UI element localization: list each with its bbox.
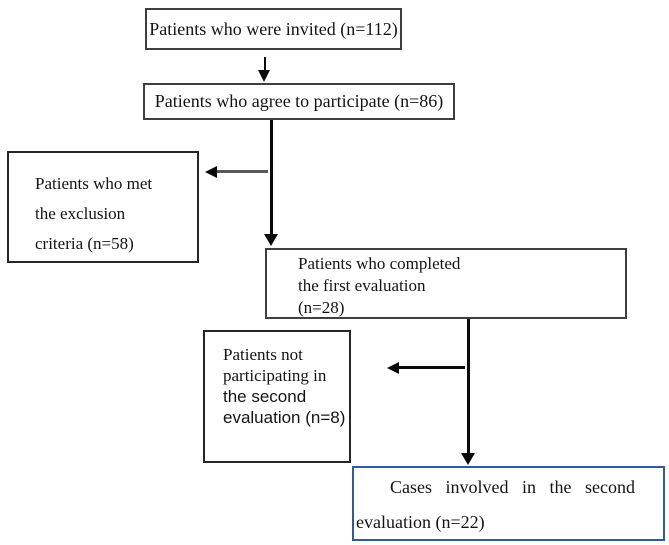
box-text: Patients who agree to participate (n=86) <box>154 91 444 111</box>
box-text-line: the first evaluation <box>298 276 426 295</box>
arrow-shaft <box>270 120 273 235</box>
arrow-down-head-icon <box>264 234 278 246</box>
box-text-line: (n=28) <box>298 298 345 317</box>
box-not-participating-second: Patients not participating in the second… <box>203 330 351 463</box>
box-text-line: participating in <box>223 366 327 385</box>
box-text-line: Patients who completed <box>298 254 461 273</box>
arrow-left-head-icon <box>205 166 217 178</box>
arrow-down-head-icon <box>461 453 475 465</box>
box-text-line: evaluation (n=22) <box>356 512 485 532</box>
box-text-line: Patients not <box>223 345 303 364</box>
box-text-line: criteria (n=58) <box>35 234 134 253</box>
arrow-shaft <box>399 366 465 369</box>
box-patients-agreed: Patients who agree to participate (n=86) <box>143 83 455 120</box>
arrow-down-head-icon <box>258 70 270 82</box>
box-exclusion-criteria: Patients who met the exclusion criteria … <box>7 151 199 263</box>
box-patients-invited: Patients who were invited (n=112) <box>145 8 402 50</box>
box-completed-first-evaluation: Patients who completed the first evaluat… <box>265 248 627 319</box>
box-text-line: evaluation (n=8) <box>223 408 346 427</box>
arrow-shaft <box>264 57 266 72</box>
box-text-line: Cases involved in the second <box>390 477 635 497</box>
box-text-line: the exclusion <box>35 204 126 223</box>
arrow-shaft <box>217 170 268 173</box>
box-text-line: the second <box>223 387 307 406</box>
box-text-line: Patients who met <box>35 174 153 193</box>
arrow-shaft <box>467 319 470 454</box>
box-cases-second-evaluation: Cases involved in the second evaluation … <box>352 466 665 541</box>
arrow-left-head-icon <box>387 362 399 374</box>
box-text: Patients who were invited (n=112) <box>149 18 398 39</box>
